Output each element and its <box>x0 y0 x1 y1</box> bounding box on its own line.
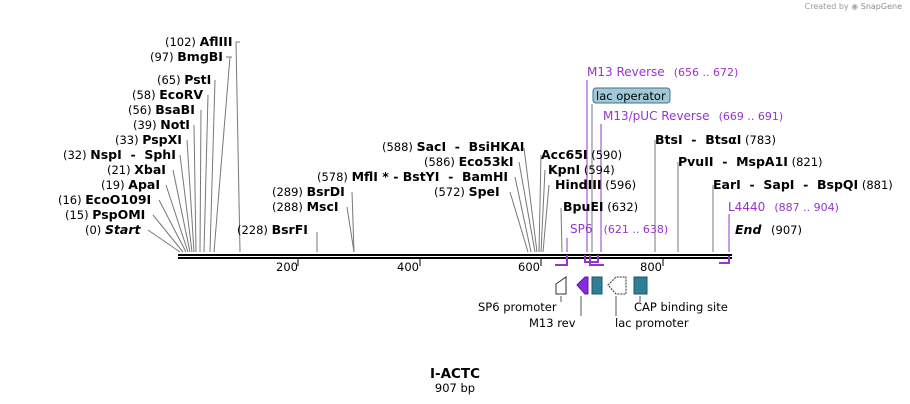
tick-label-600: 600 <box>518 260 540 274</box>
enzyme-label-end: End (907) <box>735 222 802 237</box>
cap-binding-site-box-icon <box>633 276 648 295</box>
lac-promoter-arrow-icon <box>607 276 627 295</box>
lac-operator-text: lac operator <box>596 89 666 103</box>
enzyme-label-saci-bsihkai: (588) SacI - BsiHKAI <box>382 139 524 154</box>
tick-label-800: 800 <box>640 260 662 274</box>
ruler: 200 400 600 800 <box>276 259 664 274</box>
enzyme-label-xbai: (21) XbaI <box>107 162 166 177</box>
sp6-promoter-arrow-icon <box>555 276 567 295</box>
m13-rev-arrow-icon <box>576 276 589 295</box>
lac-operator-box-icon <box>591 276 603 295</box>
credit-brand: SnapGene <box>860 2 902 11</box>
enzyme-label-hindiii: HindIII (596) <box>555 177 636 192</box>
enzyme-label-msci: (288) MscI <box>272 199 339 214</box>
left-enzyme-cluster: (0) Start (15) PspOMI (16) EcoO109I (19)… <box>58 34 524 237</box>
enzyme-label-ecoo109i: (16) EcoO109I <box>58 192 151 207</box>
enzyme-label-psti: (65) PstI <box>157 72 211 87</box>
enzyme-label-btsi: BtsI - BtsαI (783) <box>655 132 776 147</box>
credit-prefix: Created by <box>804 2 849 11</box>
enzyme-label-ecorv: (58) EcoRV <box>132 87 203 102</box>
enzyme-label-bsrfi: (228) BsrFI <box>237 222 308 237</box>
right-enzyme-cluster: Acc65I (590) KpnI (594) HindIII (596) Bp… <box>541 132 893 237</box>
enzyme-label-spei: (572) SpeI <box>434 184 500 199</box>
enzyme-label-apai: (19) ApaI <box>101 177 160 192</box>
feature-label-cap-binding-site: CAP binding site <box>634 300 728 314</box>
feature-connectors <box>560 296 641 316</box>
primer-label-m13-reverse: M13 Reverse (656 .. 672) <box>587 61 738 80</box>
enzyme-label-eco53ki: (586) Eco53kI <box>424 154 514 169</box>
enzyme-label-acc65i: Acc65I (590) <box>541 147 622 162</box>
enzyme-label-bsabi: (56) BsaBI <box>128 102 195 117</box>
enzyme-label-bpuei: BpuEI (632) <box>563 199 638 214</box>
primer-label-l4440: L4440 (887 .. 904) <box>728 196 839 215</box>
primer-leader-lines <box>566 80 730 252</box>
enzyme-label-start: (0) Start <box>85 222 142 237</box>
enzyme-leader-lines <box>147 41 714 253</box>
primer-label-sp6: SP6 (621 .. 638) <box>570 218 668 237</box>
feature-label-m13-rev: M13 rev <box>529 316 576 330</box>
enzyme-label-bsrdi: (289) BsrDI <box>272 184 345 199</box>
tick-label-200: 200 <box>276 260 298 274</box>
enzyme-label-afliii: (102) AflIII <box>165 34 233 49</box>
feature-labels: SP6 promoter M13 rev lac promoter CAP bi… <box>478 300 728 330</box>
primer-label-m13-puc-reverse: M13/pUC Reverse (669 .. 691) <box>603 105 783 124</box>
sequence-backbone <box>178 254 732 259</box>
enzyme-label-pspxi: (33) PspXI <box>115 132 182 147</box>
enzyme-label-eari: EarI - SapI - BspQI (881) <box>713 177 893 192</box>
snapgene-logo-icon: ◉ <box>851 2 859 11</box>
tick-label-400: 400 <box>397 260 419 274</box>
enzyme-label-pvuii: PvuII - MspA1I (821) <box>678 154 823 169</box>
enzyme-label-mfli-bamhi: (578) MflI * - BstYI - BamHI <box>317 169 508 184</box>
enzyme-label-kpni: KpnI (594) <box>548 162 615 177</box>
feature-shapes <box>555 276 648 295</box>
primer-labels: M13 Reverse (656 .. 672) M13/pUC Reverse… <box>570 61 839 237</box>
credit: Created by ◉ SnapGene <box>805 2 902 11</box>
enzyme-label-bmgbi: (97) BmgBI <box>150 49 223 64</box>
feature-label-sp6-promoter: SP6 promoter <box>478 300 557 314</box>
enzyme-label-noti: (39) NotI <box>133 117 190 132</box>
map-title: I-ACTC <box>430 366 480 382</box>
feature-label-lac-promoter: lac promoter <box>615 316 689 330</box>
enzyme-label-pspomi: (15) PspOMI <box>65 207 145 222</box>
enzyme-label-nspi-sphi: (32) NspI - SphI <box>63 147 176 162</box>
map-length: 907 bp <box>435 381 475 395</box>
primer-brackets <box>555 255 730 266</box>
lac-operator-label: lac operator <box>592 87 671 104</box>
